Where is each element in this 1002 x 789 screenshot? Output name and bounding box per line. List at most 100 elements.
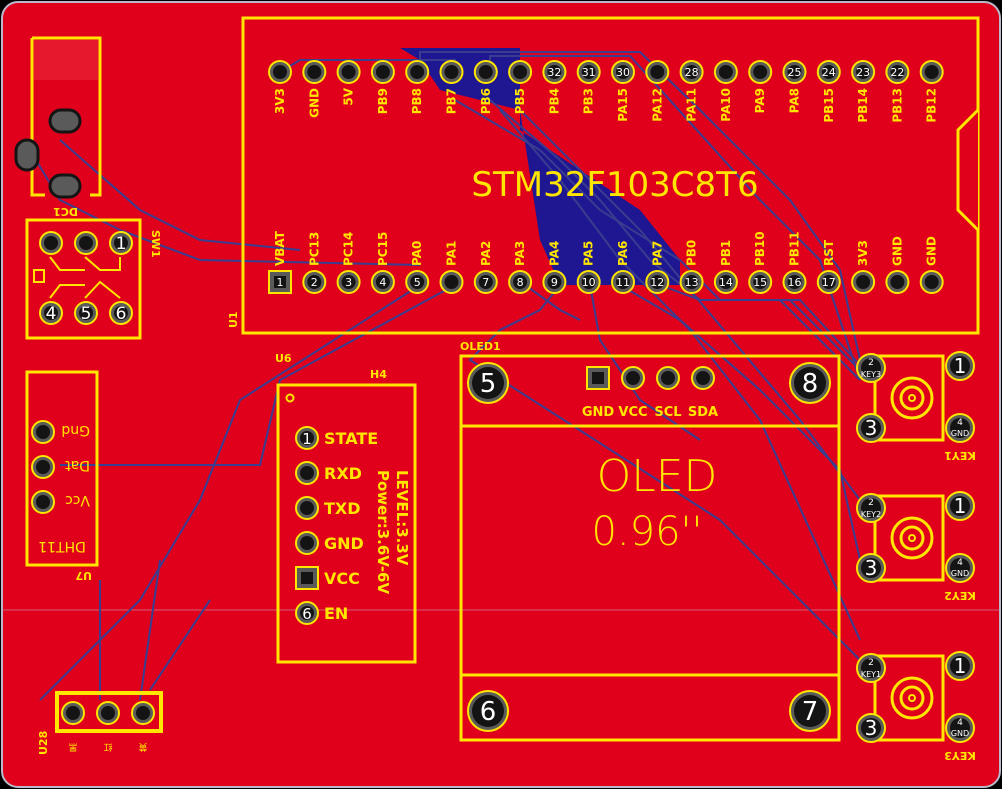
u1-pin-number: 31 — [582, 66, 596, 79]
u1-pin-label: PB6 — [479, 88, 493, 114]
u1-pin-pb13: 22 — [885, 60, 910, 84]
u1-pin-pc15: 4 — [370, 270, 395, 294]
u1-pin-5v — [336, 60, 361, 84]
u1-pin-3v3 — [268, 60, 292, 84]
u1-pin-pb6 — [473, 60, 498, 84]
u1-pin-label: PA4 — [547, 241, 561, 266]
u28-connector: U28 黑红黄 — [37, 691, 163, 755]
oled-pin-scl — [656, 366, 680, 390]
sw1-pin — [39, 231, 63, 255]
u1-pin-label: PB7 — [445, 88, 459, 114]
key-designator: KEY2 — [944, 589, 976, 602]
u1-notch — [956, 108, 980, 232]
u1-pin-label: PA2 — [479, 241, 493, 266]
u1-pin-number: 3 — [345, 276, 352, 289]
u1-pin-number: 1 — [277, 276, 284, 289]
oled-hole-number: 8 — [802, 369, 819, 399]
dc1-jack: DC1 — [14, 36, 102, 218]
h4-pin-gnd — [295, 531, 319, 555]
traces — [29, 51, 861, 701]
key-pin-number: 2 — [868, 658, 874, 668]
h4-note-power: Power:3.6V-6V — [374, 470, 392, 594]
u1-pin-label: PB5 — [513, 88, 527, 114]
u1-pin-gnd — [919, 270, 944, 294]
h4-designator: H4 — [370, 368, 387, 381]
sw1-pin: 5 — [74, 301, 98, 325]
key-net-label: KEY2 — [861, 510, 881, 519]
u1-pin-pc14: 3 — [336, 270, 361, 294]
trace — [524, 284, 581, 321]
u1-pin-label: PA1 — [445, 241, 459, 266]
dc1-designator: DC1 — [53, 205, 78, 218]
u1-pin-pb3: 31 — [576, 60, 601, 84]
u1-pin-number: 23 — [856, 66, 870, 79]
oled-pin-label: VCC — [618, 405, 647, 420]
bottom-copper-fill — [400, 48, 680, 285]
key-pin-number: 4 — [957, 418, 963, 428]
u7-pin — [31, 455, 55, 479]
key-pin-3: 3 — [856, 713, 886, 743]
u28-pin-mark: 黄 — [138, 741, 147, 753]
key-pin-3: 3 — [856, 413, 886, 443]
key-pin-number: 4 — [957, 558, 963, 568]
key-pin-3: 3 — [856, 553, 886, 583]
trace — [519, 109, 861, 501]
u1-pin-pb8 — [405, 60, 430, 84]
oled-hole-number: 5 — [480, 369, 497, 399]
u28-pin — [61, 701, 85, 725]
u1-pin-label: PA7 — [650, 241, 664, 266]
u28-designator: U28 — [37, 731, 50, 755]
sw1-pin-number: 1 — [116, 234, 127, 254]
u7-designator: U7 — [75, 569, 92, 582]
u1-pin-label: PA12 — [650, 88, 664, 122]
oled-pin-label: GND — [582, 405, 615, 420]
oled1-designator: OLED1 — [460, 340, 501, 353]
key-pin-number: 1 — [954, 494, 967, 518]
oled-pin-label: SCL — [654, 405, 681, 420]
u1-pin-pa0: 5 — [405, 270, 430, 294]
u1-pin-number: 16 — [788, 276, 802, 289]
key-pin-number: 4 — [957, 718, 963, 728]
oled-size: 0.96'' — [591, 509, 702, 555]
u1-pin-pa8: 25 — [782, 60, 807, 84]
u1-pin-label: PB8 — [410, 88, 424, 114]
u1-pin-number: 2 — [311, 276, 318, 289]
h4-pin-label: RXD — [324, 464, 362, 483]
u1-pin-rst: 17 — [816, 270, 841, 294]
u1-pin-label: GND — [925, 236, 939, 266]
u1-pin-number: 4 — [379, 276, 386, 289]
u1-pin-label: PB15 — [822, 88, 836, 123]
key-pin-1: 1 — [945, 491, 975, 521]
trace — [468, 284, 861, 661]
h4-pin-txd — [295, 496, 319, 520]
trace — [589, 284, 701, 441]
u1-pin-3v3 — [851, 270, 876, 294]
u1-designator: U1 — [227, 311, 240, 328]
trace — [149, 599, 211, 691]
key-designator: KEY1 — [944, 449, 976, 462]
u1-pin-label: PA5 — [582, 241, 596, 266]
u1-pin-pb15: 24 — [816, 60, 841, 84]
u1-pin-label: VBAT — [273, 230, 287, 266]
u1-pin-label: PB9 — [376, 88, 390, 114]
u7-pin-label: Dat — [65, 457, 90, 473]
u1-pin-number: 8 — [517, 276, 524, 289]
u1-pin-pa4: 9 — [542, 270, 567, 294]
u1-pin-pa15: 30 — [611, 60, 635, 84]
u1-pin-number: 15 — [753, 276, 767, 289]
key-gnd-label: GND — [951, 429, 969, 438]
u1-pin-number: 11 — [616, 276, 630, 289]
u1-pin-number: 12 — [650, 276, 664, 289]
sw1-pin-number: 6 — [116, 304, 127, 324]
u1-pin-number: 5 — [414, 276, 421, 289]
u28-pin-mark: 黑 — [68, 741, 77, 752]
u1-pin-pb10: 15 — [748, 270, 773, 294]
u1-pin-label: 3V3 — [856, 240, 870, 266]
u1-pin-label: PA0 — [410, 241, 424, 266]
